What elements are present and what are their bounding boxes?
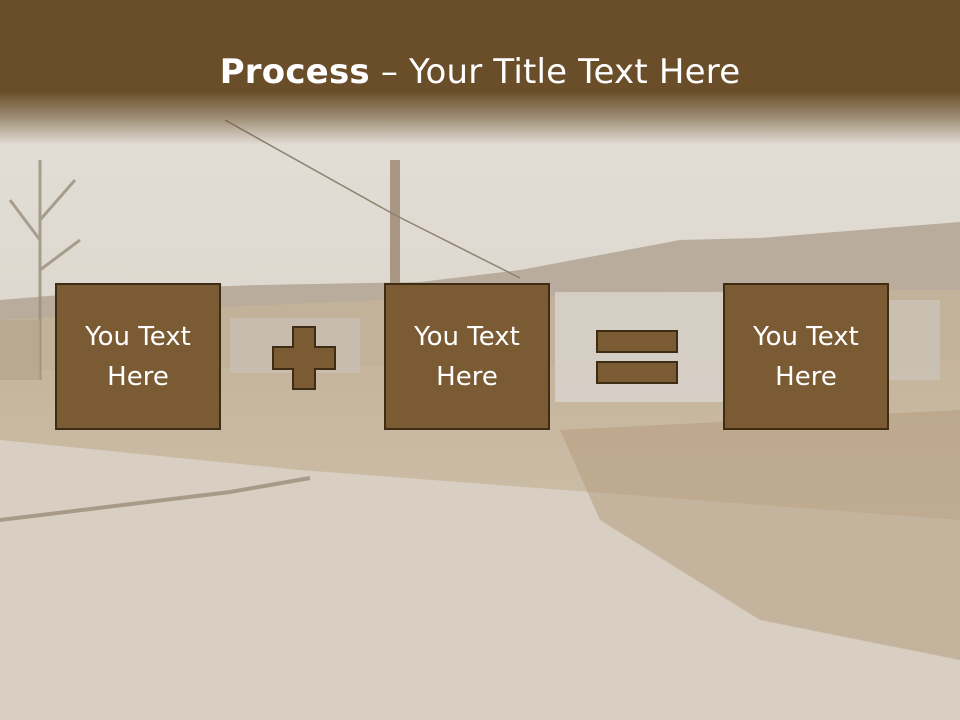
- process-box-3[interactable]: You Text Here: [723, 283, 889, 430]
- process-box-1-label: You Text Here: [85, 321, 191, 392]
- process-box-3-label: You Text Here: [753, 321, 859, 392]
- title-bold: Process: [219, 52, 370, 92]
- title-rest: – Your Title Text Here: [369, 52, 741, 92]
- process-box-2-label: You Text Here: [414, 321, 520, 392]
- process-box-2[interactable]: You Text Here: [384, 283, 550, 430]
- process-box-1[interactable]: You Text Here: [55, 283, 221, 430]
- plus-icon: [272, 326, 336, 390]
- title-bar: [0, 0, 960, 145]
- equals-icon: [596, 330, 678, 384]
- slide-title: Process – Your Title Text Here: [0, 52, 960, 92]
